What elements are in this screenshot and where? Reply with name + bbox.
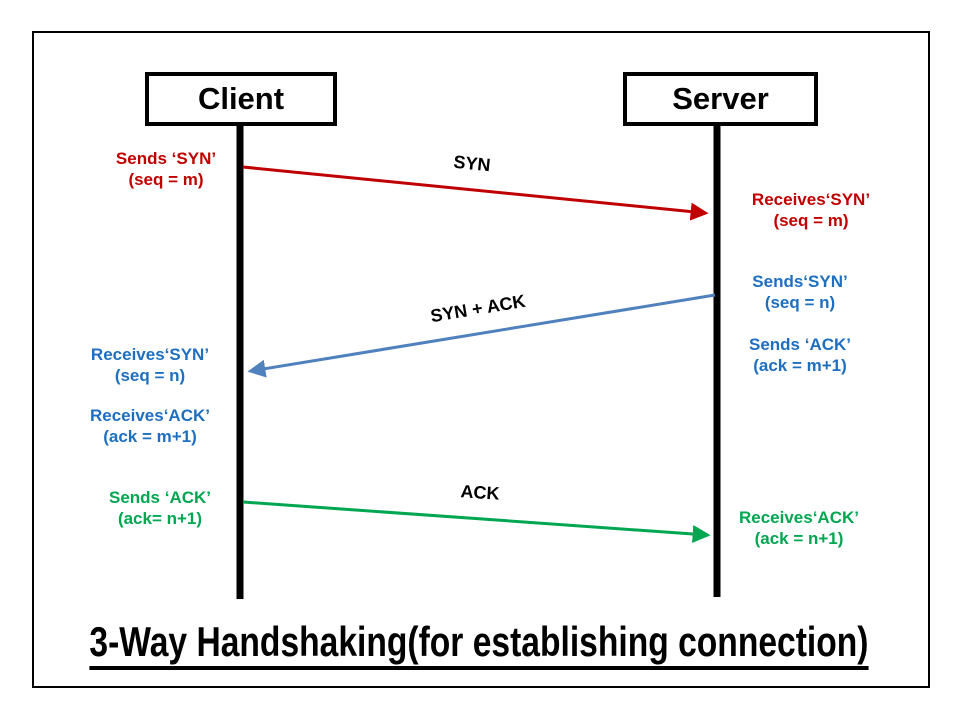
note-line: Receives‘ACK’ — [738, 508, 859, 527]
server-note-sends-syn: Sends‘SYN’ (seq = n) — [710, 271, 890, 313]
note-line: (ack = m+1) — [753, 356, 847, 375]
note-line: Sends ‘ACK’ — [108, 488, 212, 507]
client-note-sends-syn: Sends ‘SYN’ (seq = m) — [76, 148, 256, 190]
note-line: Receives‘SYN’ — [751, 190, 871, 209]
server-note-receives-ack: Receives‘ACK’ (ack = n+1) — [709, 507, 889, 549]
note-line: Sends‘SYN’ — [752, 272, 848, 291]
syn-arrow — [242, 165, 709, 221]
message-label-ack: ACK — [459, 481, 501, 504]
client-note-receives-syn: Receives‘SYN’ (seq = n) — [60, 344, 240, 386]
client-note-receives-ack: Receives‘ACK’ (ack = m+1) — [60, 405, 240, 447]
note-line: (seq = m) — [773, 211, 849, 230]
note-line: (seq = n) — [764, 293, 836, 312]
message-label-syn: SYN — [452, 151, 492, 176]
note-line: (ack = m+1) — [103, 427, 197, 446]
note-line: Sends ‘ACK’ — [748, 335, 852, 354]
client-note-sends-ack: Sends ‘ACK’ (ack= n+1) — [70, 487, 250, 529]
note-line: (seq = m) — [128, 170, 204, 189]
actor-box-server: Server — [623, 72, 818, 126]
ack-arrow — [242, 500, 711, 543]
title-row: 3-Way Handshaking(for establishing conne… — [32, 612, 926, 678]
diagram-frame — [32, 31, 930, 688]
actor-box-client: Client — [145, 72, 337, 126]
diagram-title: 3-Way Handshaking(for establishing conne… — [89, 619, 869, 671]
note-line: (seq = n) — [114, 366, 186, 385]
note-line: Sends ‘SYN’ — [115, 149, 217, 168]
note-line: (ack = n+1) — [754, 529, 844, 548]
note-line: Receives‘SYN’ — [90, 345, 210, 364]
note-line: (ack= n+1) — [117, 509, 203, 528]
server-note-receives-syn: Receives‘SYN’ (seq = m) — [721, 189, 901, 231]
syn-ack-arrow — [247, 293, 716, 378]
server-note-sends-ack: Sends ‘ACK’ (ack = m+1) — [710, 334, 890, 376]
note-line: Receives‘ACK’ — [89, 406, 210, 425]
